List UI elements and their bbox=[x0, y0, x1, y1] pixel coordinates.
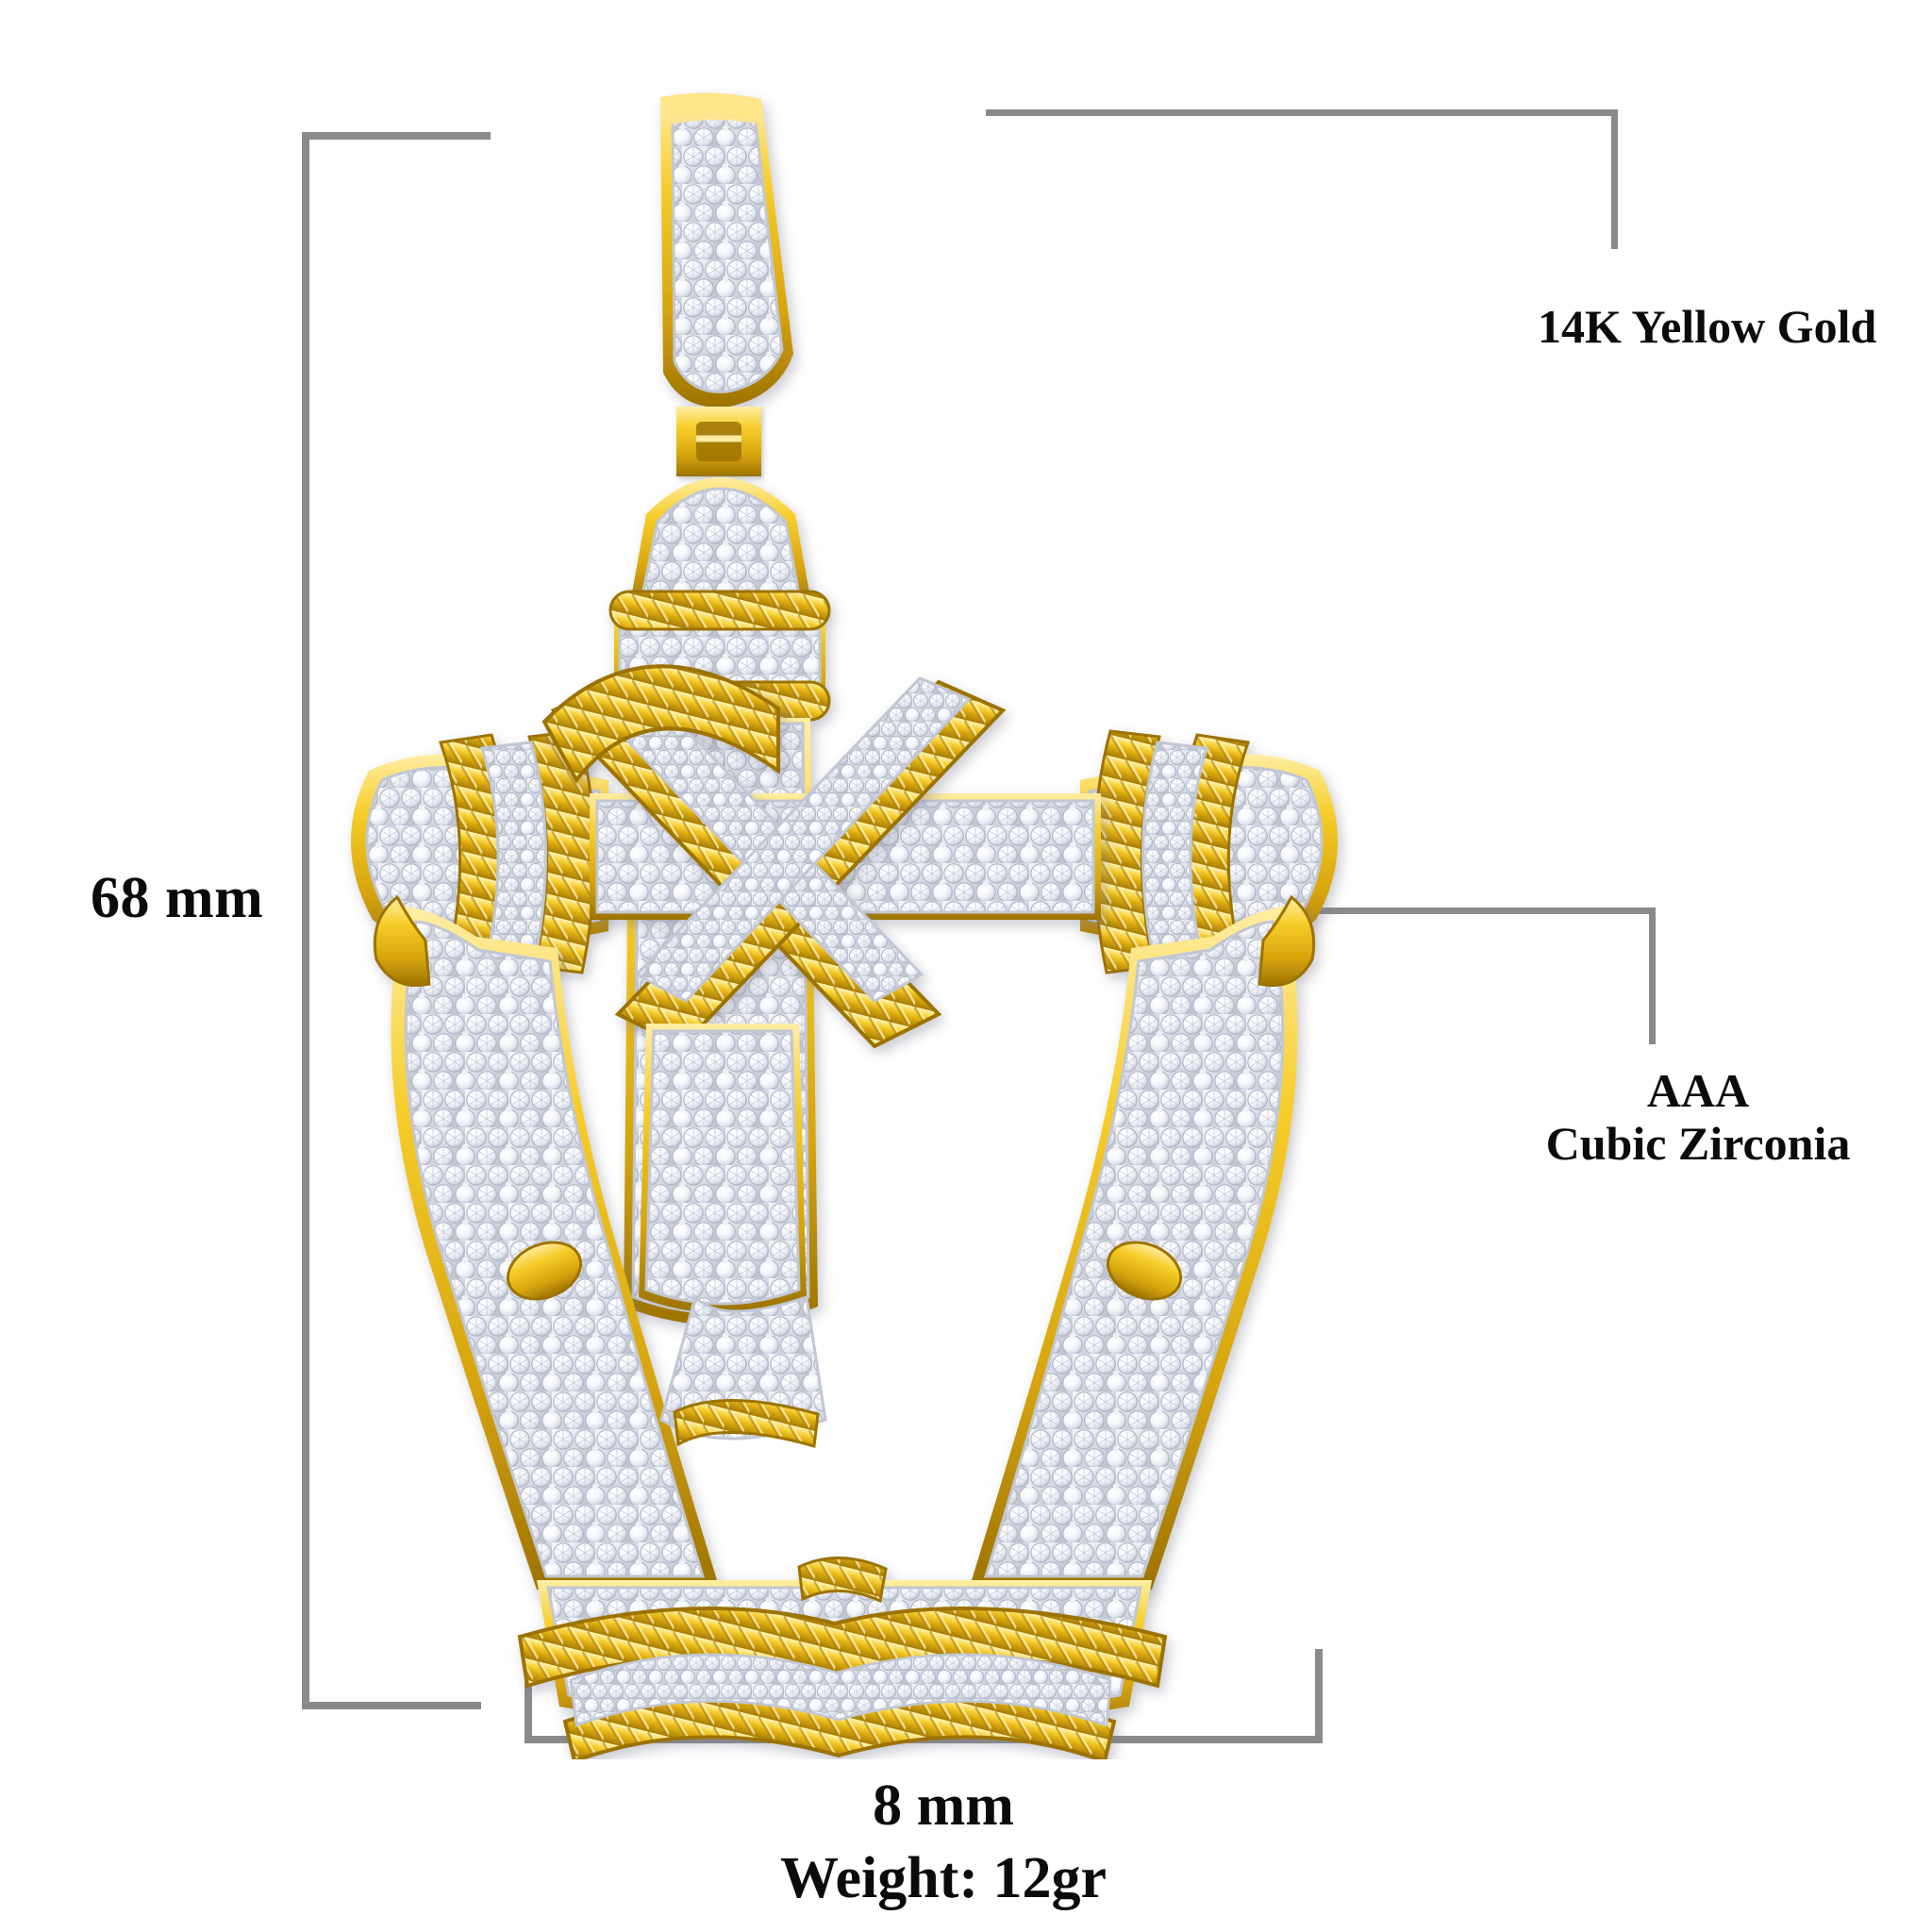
pendant-bail bbox=[660, 92, 793, 408]
stone-grade-text: AAA bbox=[1646, 1064, 1750, 1117]
pendant-illustration bbox=[335, 71, 1354, 1759]
height-dimension-label: 68 mm bbox=[91, 866, 264, 930]
bail-connector-link bbox=[676, 407, 761, 476]
stone-type-text: Cubic Zirconia bbox=[1545, 1117, 1851, 1170]
gold-x-strap bbox=[541, 664, 1007, 1049]
gold-callout-leader-vertical bbox=[1611, 109, 1618, 249]
right-folded-fingers bbox=[969, 894, 1316, 1590]
gold-callout-leader-horizontal bbox=[986, 109, 1618, 116]
material-callout-label: 14K Yellow Gold bbox=[1538, 300, 1877, 353]
cz-callout-leader-vertical bbox=[1649, 908, 1656, 1044]
left-knuckle-lobe bbox=[350, 729, 608, 980]
right-knuckle-lobe bbox=[1080, 729, 1339, 980]
middle-finger-tip bbox=[629, 477, 812, 608]
middle-finger-lower-shaft bbox=[639, 1024, 807, 1313]
stone-callout-label: AAA Cubic Zirconia bbox=[1453, 1064, 1932, 1170]
palm-center-wedge bbox=[659, 1294, 827, 1448]
width-bracket-left-tick bbox=[525, 1649, 532, 1743]
bottom-labels-group: 8 mm Weight: 12gr bbox=[566, 1774, 1321, 1912]
width-bracket-right-tick bbox=[1315, 1649, 1323, 1743]
height-bracket-vertical bbox=[302, 132, 309, 1709]
height-bracket-bottom-tick bbox=[302, 1702, 481, 1709]
width-dimension-label: 8 mm bbox=[873, 1774, 1014, 1838]
left-folded-fingers bbox=[373, 894, 720, 1590]
pendant-svg bbox=[350, 92, 1339, 1759]
height-bracket-top-tick bbox=[302, 132, 491, 140]
weight-label: Weight: 12gr bbox=[779, 1846, 1108, 1911]
wrist-cuff bbox=[517, 1557, 1168, 1759]
cz-callout-leader-horizontal bbox=[1026, 908, 1656, 914]
